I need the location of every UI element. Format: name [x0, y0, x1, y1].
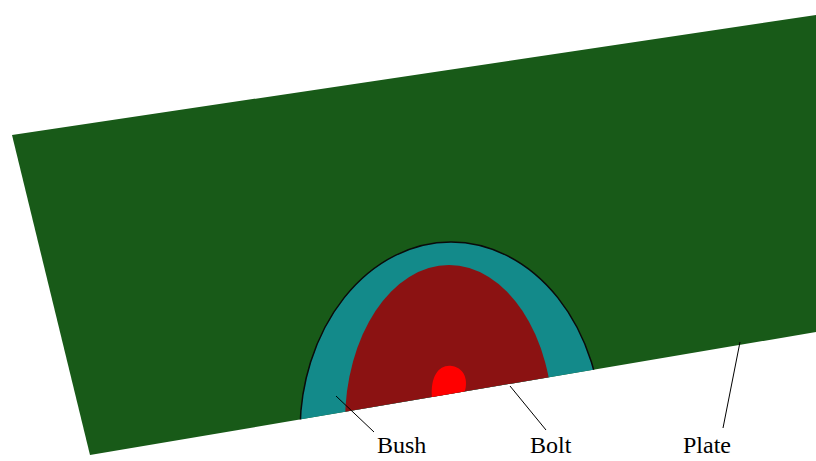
leader-line — [336, 396, 374, 432]
part-label: Plate — [683, 432, 731, 458]
bush — [300, 242, 602, 461]
leader-line — [510, 386, 546, 430]
bolt — [345, 265, 553, 461]
part-label: Bush — [377, 432, 426, 458]
part-label: Bolt — [530, 432, 571, 458]
leader-line — [723, 342, 740, 428]
stress-hotspot — [423, 366, 479, 418]
stress-hotspot-fringe — [426, 412, 436, 420]
